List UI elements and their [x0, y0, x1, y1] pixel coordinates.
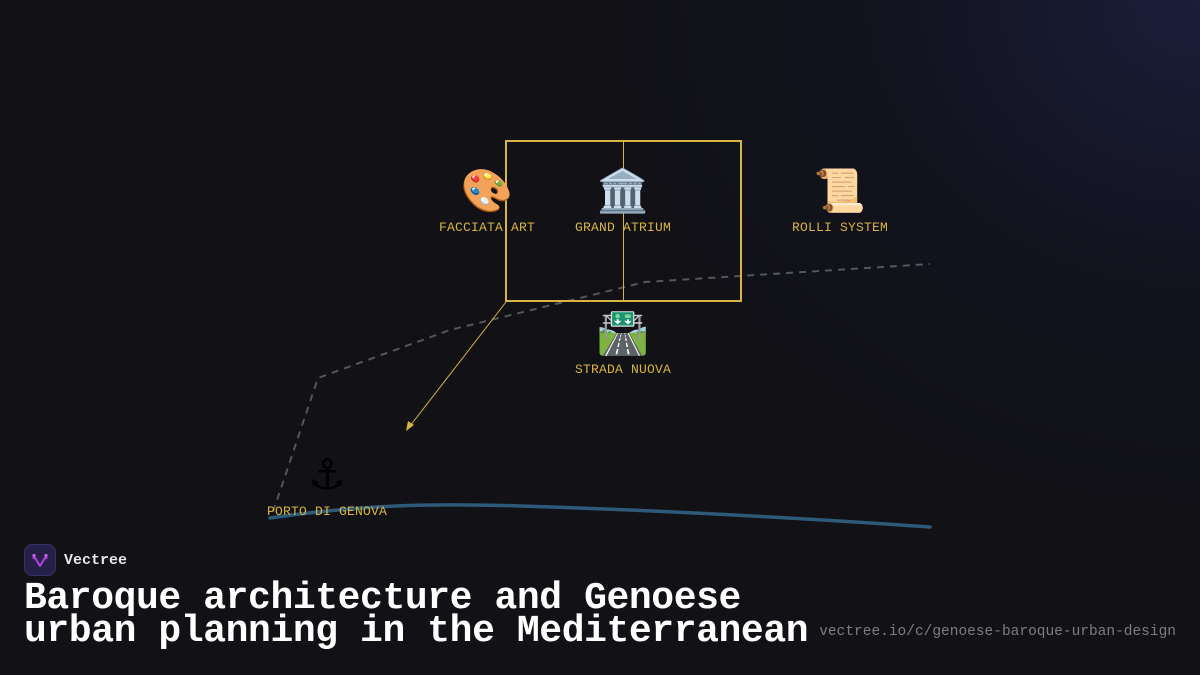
title-line-2: urban planning in the Mediterranean [24, 610, 809, 653]
node-grand-atrium[interactable]: 🏛️ GRAND ATRIUM [575, 166, 671, 235]
title-line-1: Baroque architecture and Genoese [24, 577, 741, 620]
node-label: FACCIATA ART [438, 220, 536, 235]
brand-name: Vectree [64, 551, 128, 569]
node-label: ROLLI SYSTEM [791, 220, 889, 235]
node-label: GRAND ATRIUM [574, 220, 672, 235]
artist-palette-icon: 🎨 [460, 166, 514, 215]
page-title: Baroque architecture and Genoese urban p… [24, 580, 809, 651]
arrowhead-icon [406, 421, 414, 431]
motorway-icon: 🛣️ [596, 308, 650, 357]
coastline-path [268, 503, 932, 529]
node-rolli-system[interactable]: 📜 ROLLI SYSTEM [792, 166, 888, 235]
classical-building-icon: 🏛️ [596, 166, 650, 215]
node-porto-di-genova[interactable]: ⚓ PORTO DI GENOVA [267, 450, 387, 519]
node-strada-nuova[interactable]: 🛣️ STRADA NUOVA [575, 308, 671, 377]
node-facciata-art[interactable]: 🎨 FACCIATA ART [439, 166, 535, 235]
anchor-icon: ⚓ [308, 450, 346, 499]
node-label: STRADA NUOVA [574, 362, 672, 377]
brand[interactable]: Vectree [24, 544, 127, 576]
scroll-icon: 📜 [813, 166, 867, 215]
node-label: PORTO DI GENOVA [266, 504, 388, 519]
arrow-line [409, 301, 507, 427]
vectree-logo-icon [24, 544, 56, 576]
source-url[interactable]: vectree.io/c/genoese-baroque-urban-desig… [819, 624, 1176, 640]
